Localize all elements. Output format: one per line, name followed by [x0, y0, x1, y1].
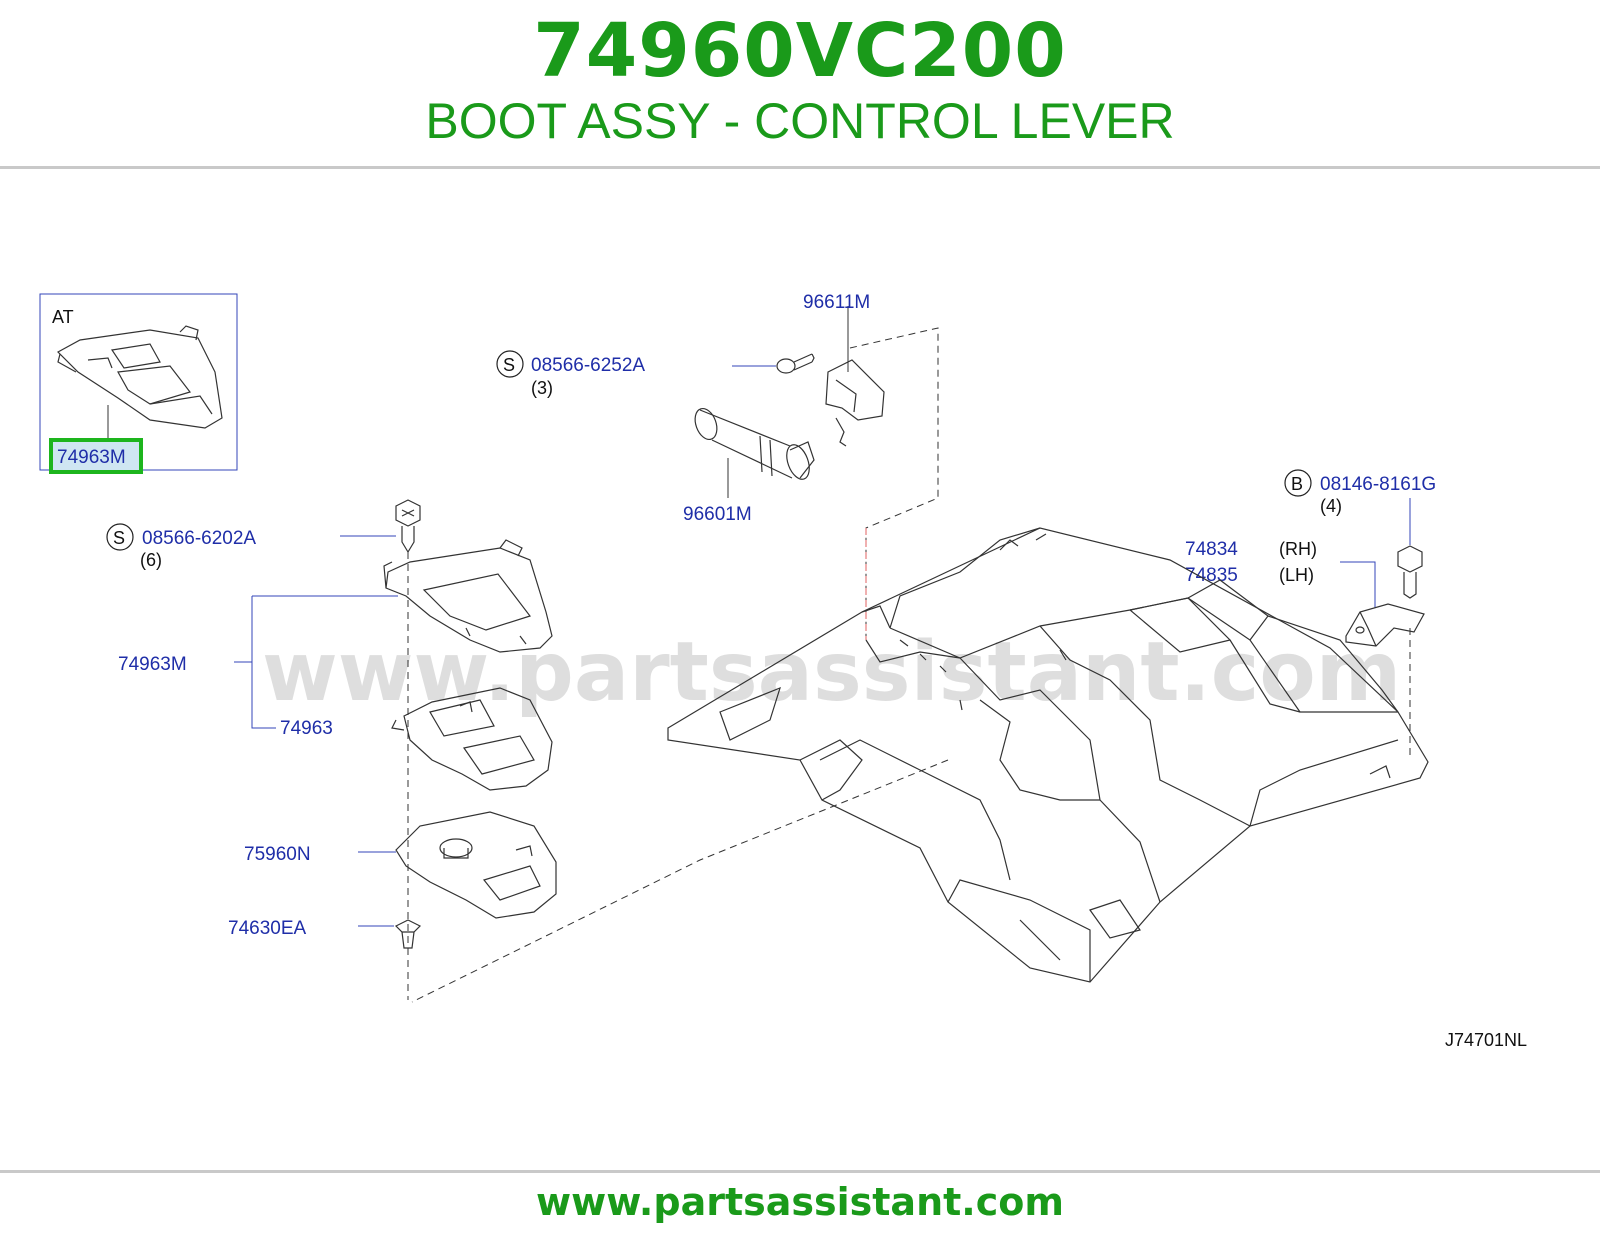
callout-96601m[interactable]: 96601M: [683, 504, 752, 525]
footer-url[interactable]: www.partsassistant.com: [536, 1180, 1064, 1224]
part-74963-boot: [391, 687, 553, 791]
part-96611m-bracket: [825, 359, 885, 447]
callout-74963m[interactable]: 74963M: [118, 654, 187, 675]
b-symbol: B: [1291, 474, 1303, 494]
s-symbol-circle-2: [106, 523, 134, 551]
part-number-title: 74960VC200: [533, 8, 1067, 94]
inset-callout-74963m[interactable]: 74963M: [57, 447, 126, 468]
floor-panel: [667, 527, 1429, 983]
callout-08566-6252a[interactable]: 08566-6252A: [531, 355, 645, 376]
part-74834-74835-bracket: [1345, 603, 1425, 647]
footer-divider: [0, 1170, 1600, 1173]
callout-74630ea[interactable]: 74630EA: [228, 918, 307, 939]
callout-08146-8161g[interactable]: 08146-8161G: [1320, 474, 1436, 495]
watermark: www.partsassistant.com: [262, 625, 1401, 720]
inset-at: AT 74963M: [39, 293, 238, 474]
b-symbol-circle: [1284, 469, 1312, 497]
part-96601m-canister: [694, 407, 815, 480]
header: 74960VC200 BOOT ASSY - CONTROL LEVER: [0, 0, 1600, 168]
callout-75960n[interactable]: 75960N: [244, 844, 311, 865]
callout-74963[interactable]: 74963: [280, 718, 333, 739]
inset-variant-label: AT: [52, 307, 74, 327]
callout-74835[interactable]: 74835: [1185, 565, 1238, 586]
drawing-code: J74701NL: [1445, 1030, 1527, 1050]
part-08146-8161g-bolt: [1397, 545, 1423, 599]
header-divider: [0, 166, 1600, 169]
side-74834: (RH): [1279, 539, 1317, 559]
part-08566-6252a-screw: [776, 353, 815, 374]
qty-08566-6252a: (3): [531, 378, 553, 398]
s-symbol-circle: [496, 350, 524, 378]
part-08566-6202a-screw: [395, 499, 421, 554]
part-74630ea-clip: [394, 919, 422, 949]
part-74963m-finisher: [383, 539, 553, 653]
qty-08566-6202a: (6): [140, 550, 162, 570]
callout-08566-6202a[interactable]: 08566-6202A: [142, 528, 256, 549]
part-name-subtitle: BOOT ASSY - CONTROL LEVER: [425, 93, 1175, 149]
callout-74834[interactable]: 74834: [1185, 539, 1238, 560]
callout-96611m[interactable]: 96611M: [803, 292, 870, 313]
part-75960n-bezel: [395, 811, 557, 919]
highlight-box: [49, 438, 143, 474]
qty-08146-8161g: (4): [1320, 496, 1342, 516]
s-symbol-6202a: S: [113, 528, 125, 548]
side-74835: (LH): [1279, 565, 1314, 585]
s-symbol-6252a: S: [503, 355, 515, 375]
